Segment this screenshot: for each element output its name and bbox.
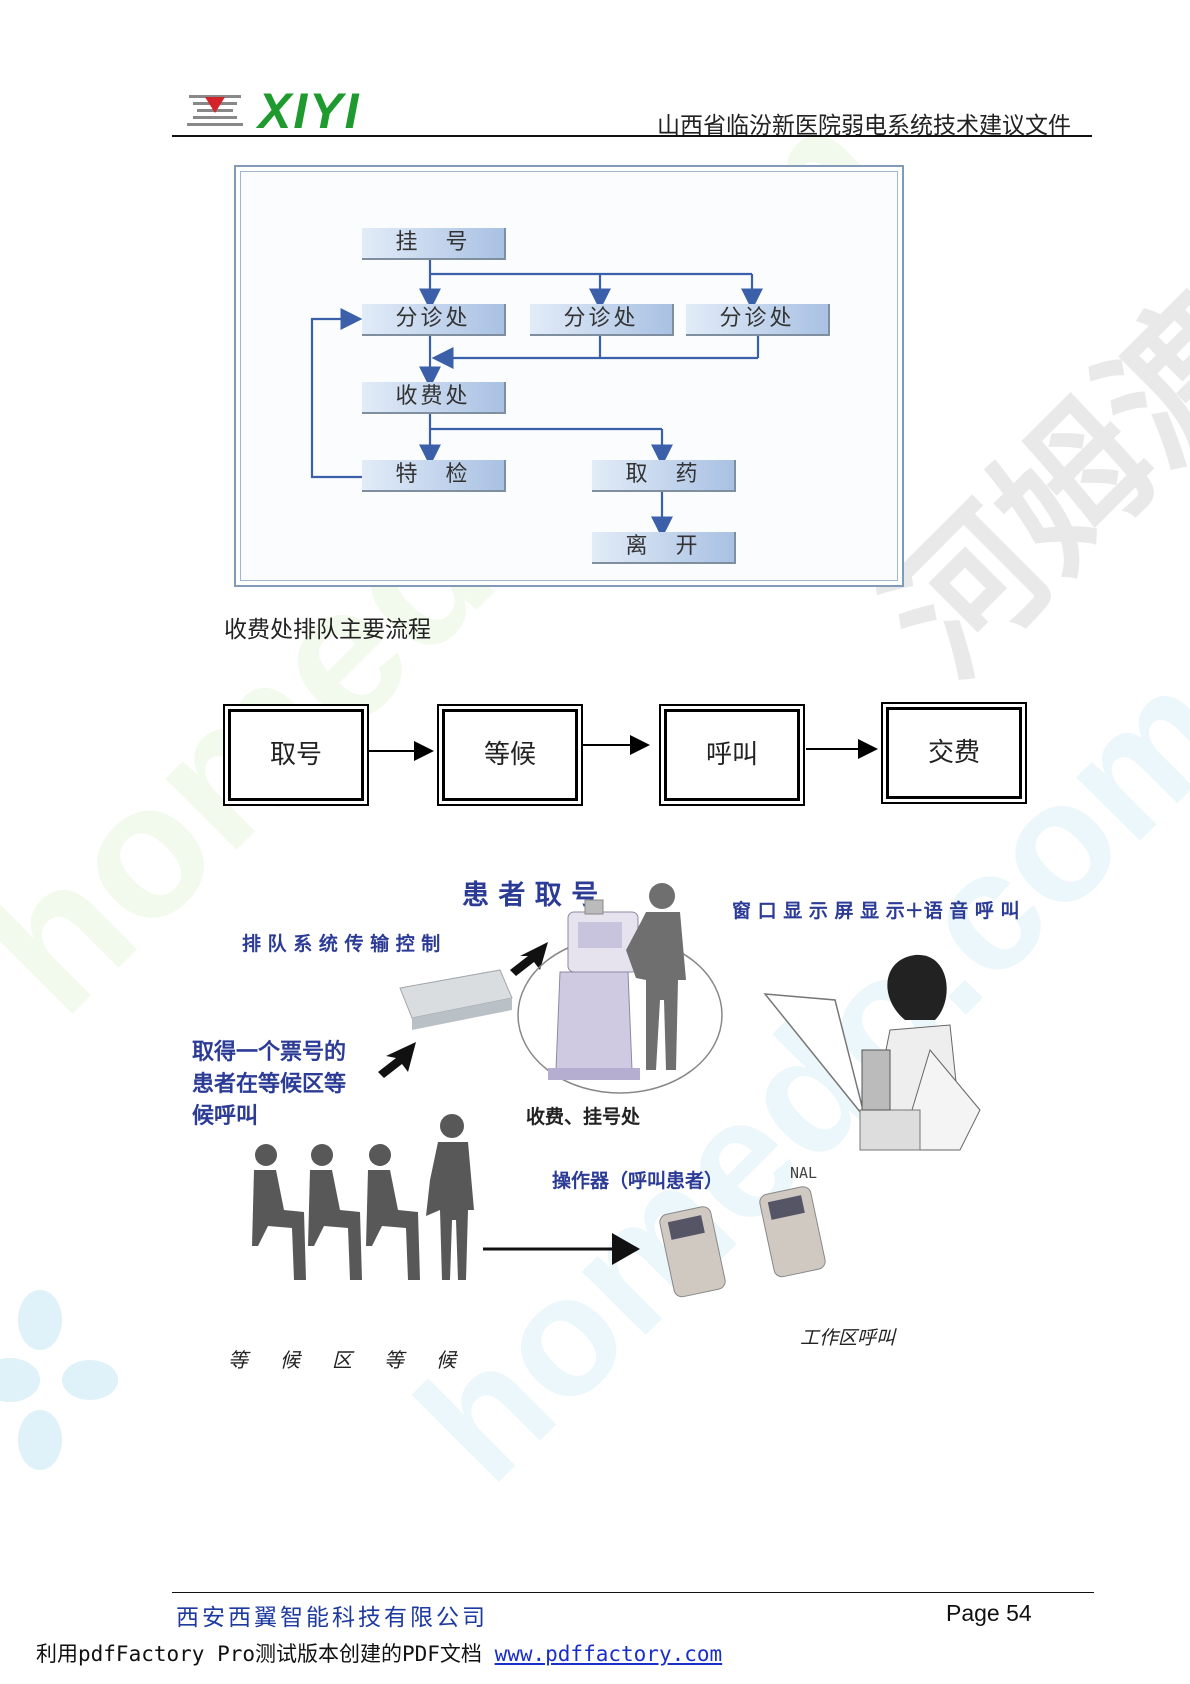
flow-step-triage-3: 分诊处	[686, 304, 830, 336]
queue-caption: 收费处排队主要流程	[224, 617, 431, 643]
header-rule	[172, 135, 1092, 137]
flow-step-cashier: 收费处	[362, 382, 506, 414]
waiting-seats-icon	[252, 1114, 474, 1280]
flow-step-special-exam: 特 检	[362, 460, 506, 492]
patient-ticket-heading: 患 者 取 号	[462, 880, 599, 911]
operator-handset-icon-2	[759, 1186, 826, 1278]
pdf-factory-link[interactable]: www.pdffactory.com	[494, 1642, 723, 1666]
window-display-label: 窗 口 显 示 屏 显 示＋语 音 呼 叫	[732, 900, 1020, 922]
queue-step-pay: 交费	[886, 707, 1022, 799]
waiting-area-char: 等	[384, 1348, 404, 1372]
arrow-to-waiting-icon	[378, 1042, 416, 1078]
standing-person-icon	[626, 883, 686, 1070]
queue-step-wait: 等候	[442, 709, 578, 801]
flow-step-pharmacy: 取 药	[592, 460, 736, 492]
logo-text: XIYI	[258, 83, 361, 139]
page-number: Page 54	[946, 1600, 1032, 1626]
transmission-label: 排 队 系 统 传 输 控 制	[242, 933, 441, 955]
queue-step-call: 呼叫	[664, 709, 800, 801]
queue-step-ticket: 取号	[228, 709, 364, 801]
arrow-to-box-icon	[510, 942, 548, 976]
waiting-area-char: 候	[436, 1348, 456, 1372]
waiting-note-line: 患者在等候区等	[192, 1071, 347, 1097]
waiting-area-char: 候	[280, 1348, 300, 1372]
operator-label: 操作器（呼叫患者）	[552, 1170, 724, 1192]
flow-step-registration: 挂 号	[362, 228, 506, 260]
queue-arrows	[368, 735, 878, 761]
company-name: 西安西翼智能科技有限公司	[176, 1605, 488, 1631]
flow-step-triage-2: 分诊处	[530, 304, 674, 336]
speech-bubble-icon	[763, 993, 866, 1119]
waiting-area-label: 等 候 区 等 候	[228, 1344, 456, 1373]
pdf-note-text: 利用pdfFactory Pro测试版本创建的PDF文档	[36, 1642, 495, 1666]
cashier-worker-icon	[859, 954, 981, 1151]
queue-system-illustration	[252, 883, 981, 1298]
waiting-note-line: 取得一个票号的	[192, 1039, 347, 1065]
control-box-icon	[399, 969, 513, 1030]
monitor-label: NAL	[790, 1164, 818, 1182]
flow-step-leave: 离 开	[592, 532, 736, 564]
waiting-area-char: 区	[332, 1348, 352, 1372]
waiting-note: 取得一个票号的 患者在等候区等 候呼叫	[192, 1036, 346, 1132]
counter-label: 收费、挂号处	[526, 1106, 641, 1128]
flowchart-frame	[234, 165, 904, 587]
flow-step-triage-1: 分诊处	[362, 304, 506, 336]
waiting-area-char: 等	[228, 1348, 248, 1372]
pdf-note: 利用pdfFactory Pro测试版本创建的PDF文档 www.pdffact…	[36, 1638, 722, 1668]
flowchart-connectors	[310, 256, 763, 539]
operator-handset-icon	[659, 1206, 726, 1298]
document-title: 山西省临汾新医院弱电系统技术建议文件	[657, 113, 1071, 139]
work-call-label: 工作区呼叫	[800, 1327, 896, 1349]
watermark-flower-icon	[0, 1290, 118, 1470]
big-arrow-icon	[612, 1233, 640, 1265]
waiting-note-line: 候呼叫	[192, 1103, 259, 1129]
company-logo-icon	[187, 95, 243, 126]
ticket-kiosk-icon	[548, 899, 640, 1080]
footer-rule	[172, 1592, 1094, 1593]
